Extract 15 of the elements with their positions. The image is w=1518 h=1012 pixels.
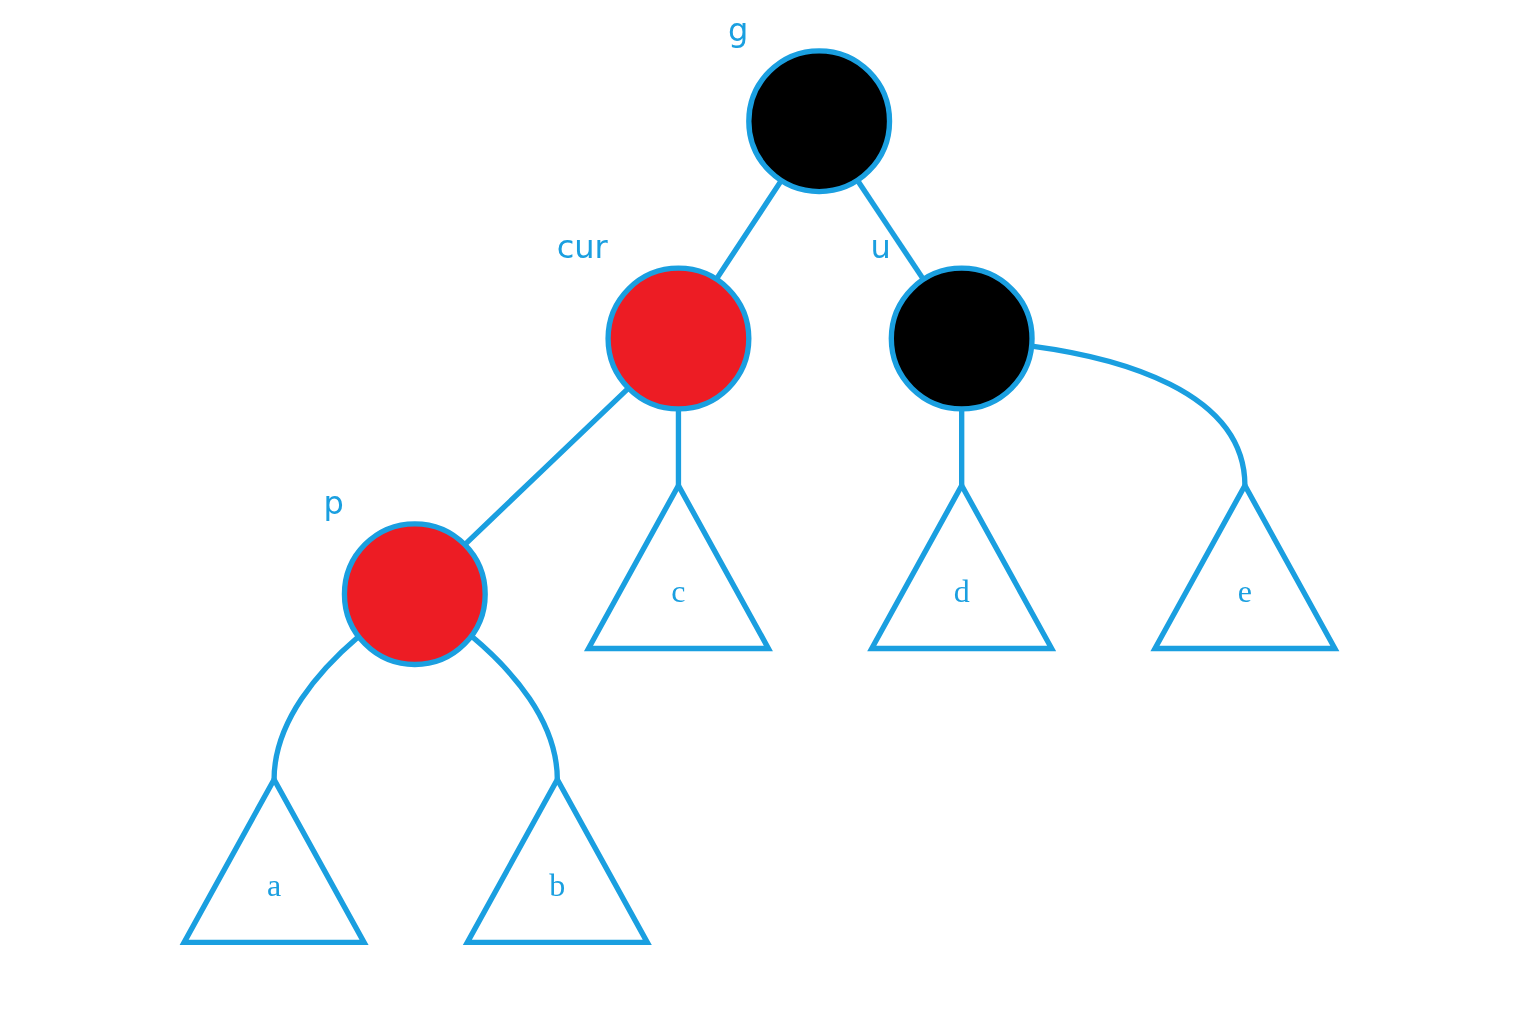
node-label: p <box>323 483 344 522</box>
node-label: g <box>727 10 748 49</box>
node-circle <box>604 265 751 412</box>
connector <box>462 386 630 547</box>
node-circle <box>341 521 488 668</box>
connector <box>958 409 964 486</box>
connector <box>713 179 783 281</box>
connector <box>855 179 925 281</box>
connector <box>270 634 360 780</box>
connector <box>675 409 681 486</box>
connector <box>469 634 560 780</box>
node-label: cur <box>556 228 608 267</box>
node-circle <box>888 265 1035 412</box>
node-label: u <box>869 228 891 267</box>
node-circle <box>745 48 892 195</box>
